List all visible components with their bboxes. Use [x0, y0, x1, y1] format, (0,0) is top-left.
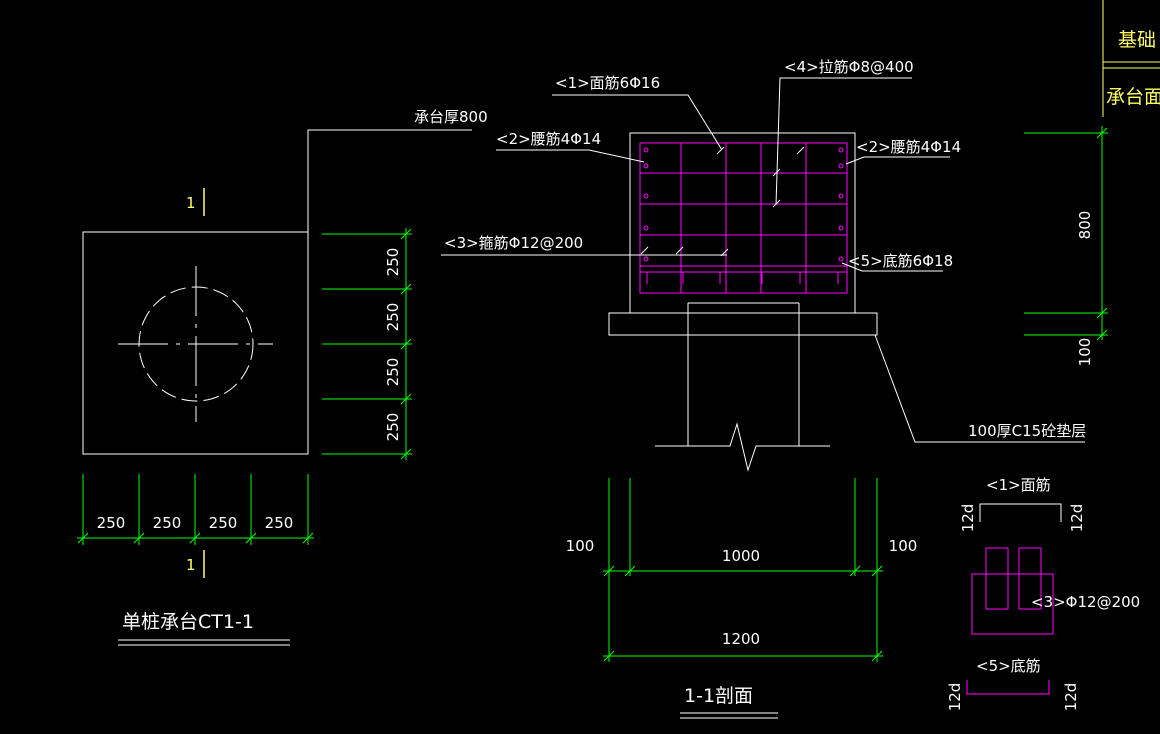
section-side-dimensions: [1024, 126, 1108, 341]
section-mark-top: 1: [186, 194, 196, 212]
plan-bottom-dim-3: 250: [209, 514, 238, 532]
detail-bottom-bar-label: <5>底筋: [976, 657, 1041, 675]
section-mark-bottom: 1: [186, 556, 196, 574]
section-leaders: [441, 77, 1085, 443]
callout-stirrups: <3>箍筋Φ12@200: [444, 234, 583, 252]
cap-section-outline: [629, 132, 856, 314]
plan-right-dim-1: 250: [384, 248, 402, 277]
pile-section: [655, 302, 830, 472]
detail-bottom-hook-left: 12d: [946, 683, 964, 712]
plan-right-dim-4: 250: [384, 413, 402, 442]
section-dim-left-offset: 100: [566, 537, 595, 555]
detail-stirrup-label: <3>Φ12@200: [1031, 593, 1140, 611]
detail-bottom-bar-shape: [966, 680, 1050, 695]
plan-right-dim-3: 250: [384, 358, 402, 387]
section-view: <1>面筋6Φ16 <4>拉筋Φ8@400 <2>腰筋4Φ14 <2>腰筋4Φ1…: [441, 58, 1108, 719]
callout-tie-bars: <4>拉筋Φ8@400: [784, 58, 914, 76]
callout-pad: 100厚C15砼垫层: [968, 422, 1086, 440]
section-dim-inner: 1000: [722, 547, 760, 565]
callout-waist-left: <2>腰筋4Φ14: [496, 130, 601, 148]
rebar-cage: [639, 142, 848, 294]
callout-waist-right: <2>腰筋4Φ14: [856, 138, 961, 156]
plan-right-dimensions: [322, 228, 412, 460]
plan-bottom-dim-1: 250: [97, 514, 126, 532]
cap-thickness-note: 承台厚800: [414, 108, 488, 126]
detail-top-hook-right: 12d: [1068, 504, 1086, 533]
pile-cap-outline: [82, 231, 309, 455]
section-dimensions: [603, 478, 883, 662]
detail-top-bar-shape: [979, 503, 1062, 522]
title-block-top-label: 基础: [1118, 29, 1156, 51]
section-title: 1-1剖面: [684, 685, 753, 707]
section-side-dim-pad: 100: [1076, 338, 1094, 367]
plan-right-dim-2: 250: [384, 303, 402, 332]
section-side-dim-height: 800: [1076, 211, 1094, 240]
plan-view: 1 1 承台厚800 250 250 250 250: [77, 108, 488, 646]
detail-top-bar-label: <1>面筋: [986, 476, 1051, 494]
detail-top-hook-left: 12d: [959, 504, 977, 533]
detail-stirrup-shape: [971, 547, 1054, 635]
rebar-details: <1>面筋 12d 12d <3>Φ12@200 <5>底筋 12d 12d: [946, 476, 1140, 711]
plan-bottom-dim-2: 250: [153, 514, 182, 532]
section-dim-right-offset: 100: [889, 537, 918, 555]
plan-title: 单桩承台CT1-1: [122, 611, 254, 633]
cushion-layer: [608, 312, 878, 336]
plan-bottom-dimensions: [77, 474, 314, 545]
plan-bottom-dim-4: 250: [265, 514, 294, 532]
callout-top-bars: <1>面筋6Φ16: [555, 74, 660, 92]
callout-bottom-bars: <5>底筋6Φ18: [848, 252, 953, 270]
title-block: 基础 承台面: [1102, 0, 1160, 117]
section-dim-overall: 1200: [722, 630, 760, 648]
title-block-bottom-label: 承台面: [1106, 86, 1160, 108]
detail-bottom-hook-right: 12d: [1062, 683, 1080, 712]
